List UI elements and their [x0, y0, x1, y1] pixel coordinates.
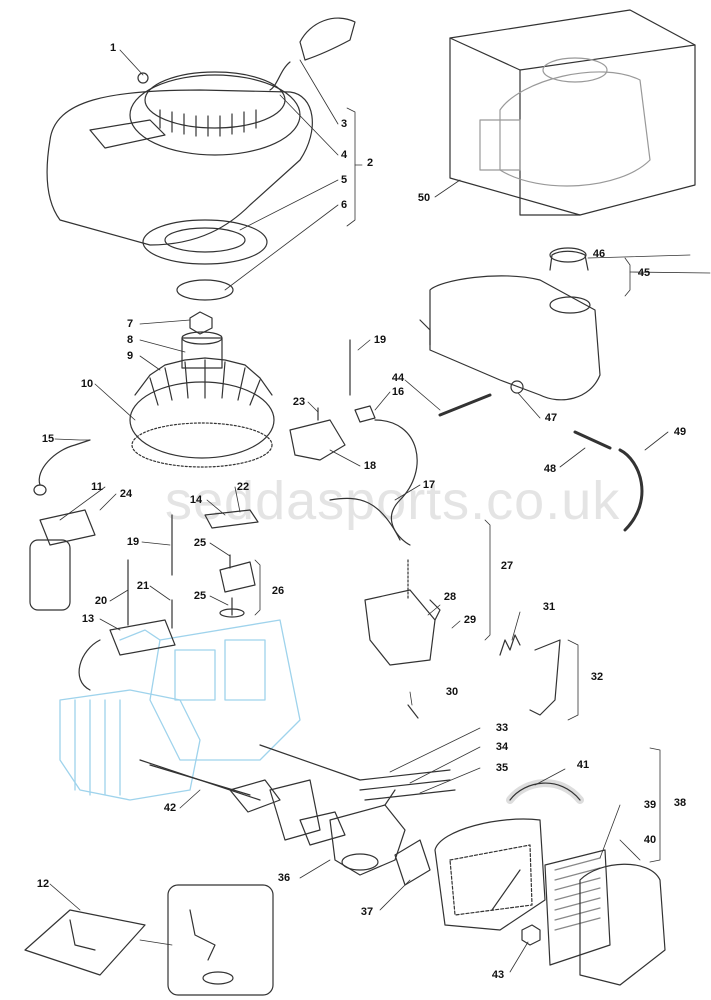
flywheel — [129, 357, 275, 468]
carburettor — [329, 789, 406, 876]
part-label-25-top: 25 — [193, 537, 207, 549]
spring-31 — [499, 634, 521, 656]
gasket-37 — [394, 839, 431, 886]
part-label-4: 4 — [340, 149, 348, 161]
fuel-tank — [419, 247, 601, 401]
part-label-37: 37 — [360, 906, 374, 918]
fuel-line — [618, 448, 644, 532]
wire-harness — [374, 419, 418, 546]
part-label-17: 17 — [422, 479, 436, 491]
part-label-32: 32 — [590, 671, 604, 683]
air-filter-39 — [544, 849, 611, 966]
part-label-50: 50 — [417, 192, 431, 204]
part-label-31: 31 — [542, 601, 556, 613]
part-label-34: 34 — [495, 741, 509, 753]
part-label-13: 13 — [81, 613, 95, 625]
part-label-8: 8 — [126, 334, 134, 346]
gasket-stack — [229, 779, 281, 813]
part-label-38: 38 — [673, 797, 687, 809]
part-label-36: 36 — [277, 872, 291, 884]
part-label-35: 35 — [495, 762, 509, 774]
part-label-43: 43 — [491, 969, 505, 981]
part-label-47: 47 — [544, 412, 558, 424]
starter-pulley — [142, 219, 268, 265]
part-label-12: 12 — [36, 878, 50, 890]
part-label-14: 14 — [189, 494, 203, 506]
cylinder-block — [59, 619, 301, 801]
bolt-48 — [573, 430, 612, 450]
engine-assembly-box — [449, 9, 696, 216]
part-label-21: 21 — [136, 580, 150, 592]
bracket-14 — [204, 509, 259, 529]
part-label-40: 40 — [643, 834, 657, 846]
part-label-25-bottom: 25 — [193, 590, 207, 602]
part-label-48: 48 — [543, 463, 557, 475]
grommet-47 — [510, 380, 524, 394]
stop-switch-bracket — [289, 419, 346, 461]
part-label-7: 7 — [126, 318, 134, 330]
part-label-2: 2 — [366, 157, 374, 169]
part-label-22: 22 — [236, 481, 250, 493]
leader-lines — [49, 49, 711, 973]
part-label-19-right: 19 — [373, 334, 387, 346]
throttle-rod — [259, 744, 451, 781]
flywheel-nut — [189, 311, 213, 335]
part-label-29: 29 — [463, 614, 477, 626]
part-label-10: 10 — [80, 378, 94, 390]
part-label-39: 39 — [643, 799, 657, 811]
part-label-24: 24 — [119, 488, 133, 500]
part-label-49: 49 — [673, 426, 687, 438]
pre-filter-40 — [579, 863, 666, 986]
part-label-23: 23 — [292, 396, 306, 408]
part-label-5: 5 — [340, 174, 348, 186]
part-label-45: 45 — [637, 267, 651, 279]
part-label-33: 33 — [495, 722, 509, 734]
part-label-46: 46 — [592, 248, 606, 260]
part-label-11: 11 — [91, 481, 103, 493]
part-label-41: 41 — [576, 759, 590, 771]
part-label-3: 3 — [340, 118, 348, 130]
parts-kit-bag — [24, 909, 146, 976]
part-label-20: 20 — [94, 595, 108, 607]
starter-pawl — [176, 279, 234, 301]
part-label-28: 28 — [443, 591, 457, 603]
part-label-6: 6 — [340, 199, 348, 211]
part-label-44: 44 — [391, 372, 405, 384]
part-label-19-left: 19 — [126, 536, 140, 548]
starter-cup — [181, 337, 223, 369]
kit-inset-frame — [167, 884, 274, 996]
part-label-16: 16 — [391, 386, 405, 398]
ignition-coil — [109, 619, 176, 656]
starter-handle — [269, 17, 356, 91]
part-label-30: 30 — [445, 686, 459, 698]
lever-32 — [529, 639, 561, 716]
part-label-27: 27 — [500, 560, 514, 572]
recoil-starter-cover — [46, 71, 313, 246]
part-label-26: 26 — [271, 585, 285, 597]
starter-motor — [29, 439, 96, 611]
bolt-44 — [438, 393, 492, 417]
part-label-42: 42 — [163, 802, 177, 814]
part-label-15: 15 — [41, 433, 55, 445]
part-label-1: 1 — [109, 42, 117, 54]
governor-bracket — [364, 559, 441, 719]
breather-tube — [506, 779, 584, 804]
breather-26 — [219, 561, 256, 593]
nut-43 — [521, 924, 541, 946]
part-label-9: 9 — [126, 350, 134, 362]
part-label-18: 18 — [363, 460, 377, 472]
air-filter-housing — [434, 818, 546, 931]
